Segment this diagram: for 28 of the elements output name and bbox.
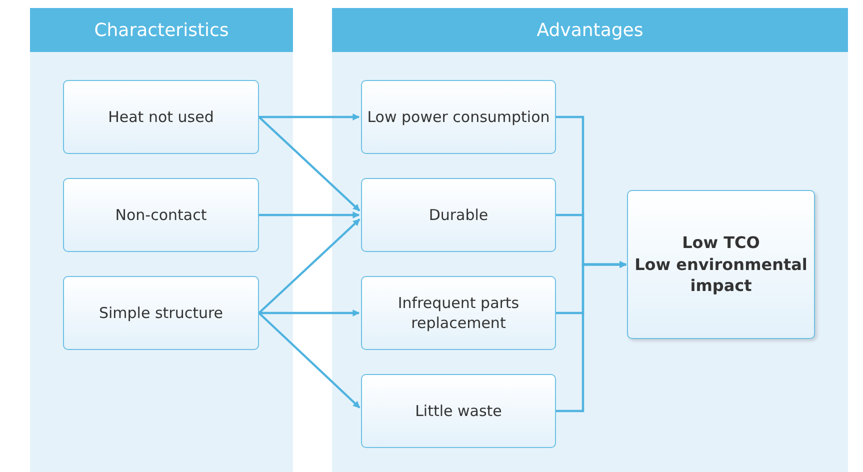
arrow (556, 261, 627, 412)
arrow (258, 116, 360, 212)
arrow (259, 310, 360, 316)
column-heading: Advantages (332, 8, 848, 52)
arrow (258, 218, 360, 314)
arrow (259, 212, 360, 218)
process-box (63, 80, 259, 154)
box-text: Little waste (415, 400, 502, 422)
box-text: Low power consumption (367, 106, 550, 128)
process-box (63, 178, 259, 252)
process-box (63, 276, 259, 350)
process-box (361, 276, 556, 350)
column-panel (332, 8, 848, 472)
box-text: Low TCO (682, 232, 760, 254)
column-panel (30, 8, 293, 472)
box-text: Durable (428, 204, 488, 226)
result-box (627, 190, 815, 339)
box-text: Infrequent parts replacement (396, 292, 520, 334)
arrow (259, 114, 360, 120)
process-box (361, 374, 556, 448)
box-text: Non-contact (115, 204, 207, 226)
box-text: Simple structure (98, 302, 224, 324)
arrow (258, 312, 360, 408)
process-box (361, 178, 556, 252)
column-heading: Characteristics (30, 8, 293, 52)
box-text: Low environmental impact (634, 254, 808, 297)
process-box (361, 80, 556, 154)
box-text: Heat not used (108, 106, 214, 128)
